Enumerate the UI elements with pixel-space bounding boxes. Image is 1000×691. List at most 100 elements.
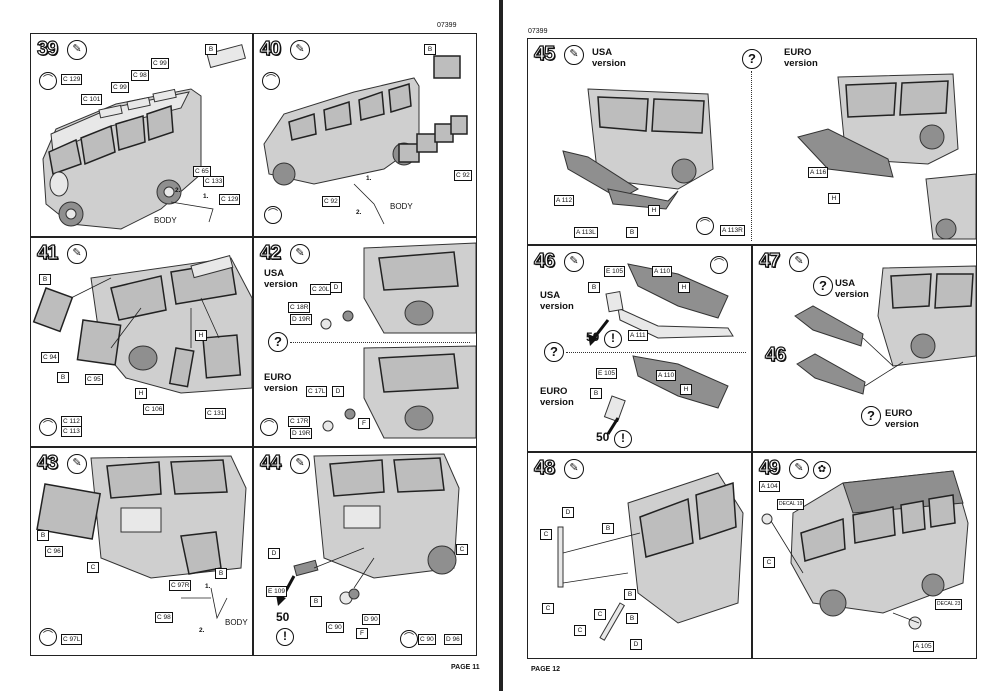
- paint-brush-icon: ✎: [564, 252, 584, 272]
- fifty-label: 50: [276, 610, 290, 624]
- glue-icon: ⌒: [710, 256, 728, 274]
- step-number: 45: [533, 42, 555, 65]
- body-label: BODY: [154, 216, 177, 225]
- part-tag: C 96: [45, 546, 63, 557]
- part-tag: D: [332, 386, 344, 397]
- part-tag: C 95: [85, 374, 103, 385]
- step-number: 42: [259, 241, 281, 264]
- part-tag: B: [424, 44, 436, 55]
- part-tag: H: [678, 282, 690, 293]
- euro-version-label: EURO version: [540, 386, 574, 408]
- part-tag: C 99: [151, 58, 169, 69]
- step-number: 49: [758, 456, 780, 479]
- part-tag: C 92: [454, 170, 472, 181]
- part-tag: C 106: [143, 404, 165, 415]
- question-icon: ?: [861, 406, 881, 426]
- decal-icon: ✿: [813, 461, 831, 479]
- part-tag: C 131: [205, 408, 227, 419]
- step-number: 41: [36, 241, 58, 264]
- part-tag: B: [215, 568, 227, 579]
- glue-icon: ⌒: [264, 206, 282, 224]
- part-tag: C 97L: [61, 634, 83, 645]
- part-tag: A 113R: [720, 225, 745, 236]
- paint-brush-icon: ✎: [290, 40, 310, 60]
- part-tag: A 112: [554, 195, 575, 206]
- part-tag: C 133: [203, 176, 225, 187]
- part-tag: D 19R: [290, 428, 313, 439]
- step-40-panel: 40 ✎ ⌒ ⌒ B C 92 C 92 1. 2. BODY: [254, 34, 476, 236]
- part-tag: C 98: [155, 612, 173, 623]
- part-tag: A 113L: [574, 227, 598, 238]
- part-tag: B: [310, 596, 322, 607]
- decal-tag: DECAL 23: [935, 599, 963, 610]
- part-tag: A 111: [628, 330, 648, 341]
- part-tag: B: [205, 44, 217, 55]
- part-tag: C: [456, 544, 468, 555]
- paint-brush-icon: ✎: [789, 252, 809, 272]
- part-tag: D: [562, 507, 574, 518]
- part-tag: H: [828, 193, 840, 204]
- part-tag: C 20L: [310, 284, 332, 295]
- body-label: BODY: [225, 618, 248, 627]
- part-tag: B: [590, 388, 602, 399]
- part-tag: C 129: [61, 74, 83, 85]
- glue-icon: ⌒: [260, 418, 278, 436]
- part-tag: A 110: [656, 370, 677, 381]
- part-tag: C 98: [131, 70, 149, 81]
- part-tag: A 110: [652, 266, 673, 277]
- step-number: 39: [36, 37, 58, 60]
- part-tag: D 19R: [290, 314, 313, 325]
- part-tag: C 113: [61, 426, 82, 437]
- glue-icon: ⌒: [39, 628, 57, 646]
- catalog-code: 07399: [528, 28, 548, 35]
- usa-version-label: USA version: [592, 47, 626, 69]
- right-page: 07399 45 ✎ USA version ? EURO version A …: [503, 0, 1000, 691]
- part-tag: C: [540, 529, 552, 540]
- paint-brush-icon: ✎: [564, 45, 584, 65]
- step-44-panel: 44 ✎ D E 109 B C 90 F D 90 C C 90 D 96 ⌒…: [254, 448, 476, 655]
- part-tag: D: [330, 282, 342, 293]
- warning-icon: !: [604, 330, 622, 348]
- part-tag: C 97R: [169, 580, 192, 591]
- step-number: 43: [36, 451, 58, 474]
- glue-icon: ⌒: [39, 418, 57, 436]
- part-tag: E 109: [266, 586, 287, 597]
- page-spine: [499, 0, 503, 691]
- part-tag: B: [626, 227, 638, 238]
- part-tag: C: [763, 557, 775, 568]
- step-number: 47: [758, 249, 780, 272]
- question-icon: ?: [813, 276, 833, 296]
- part-tag: H: [195, 330, 207, 341]
- part-tag: C 90: [418, 634, 436, 645]
- step-number: 44: [259, 451, 281, 474]
- part-tag: C 18R: [288, 302, 311, 313]
- body-label: BODY: [390, 202, 413, 211]
- part-tag: B: [624, 589, 636, 600]
- part-tag: F: [358, 418, 370, 429]
- step-42-panel: 42 ✎ USA version ? EURO version ⌒ C 20L …: [254, 238, 476, 446]
- part-tag: C 65: [193, 166, 211, 177]
- warning-icon: !: [276, 628, 294, 646]
- glue-icon: ⌒: [696, 217, 714, 235]
- question-icon: ?: [268, 332, 288, 352]
- part-tag: A 105: [913, 641, 934, 652]
- page-number: PAGE 11: [451, 664, 480, 671]
- paint-brush-icon: ✎: [564, 459, 584, 479]
- part-tag: H: [680, 384, 692, 395]
- decal-tag: DECAL 19: [777, 499, 805, 510]
- fifty-label: 50: [586, 330, 600, 344]
- instruction-grid: [30, 33, 477, 656]
- part-tag: C: [594, 609, 606, 620]
- paint-brush-icon: ✎: [290, 244, 310, 264]
- step-number: 48: [533, 456, 555, 479]
- part-tag: C 92: [322, 196, 340, 207]
- part-tag: C 90: [326, 622, 344, 633]
- step-43-panel: 43 ✎ B C 96 C C 97R B C 98 ⌒ C 97L 1. 2.…: [31, 448, 252, 655]
- step-39-panel: 39 ✎ ⌒ C 129 C 99 C 98 C 99 C 101 B C 65…: [31, 34, 252, 236]
- part-tag: C 17L: [306, 386, 328, 397]
- step-number: 46: [533, 249, 555, 272]
- step-reference: 46: [764, 343, 786, 366]
- euro-version-label: EURO version: [885, 408, 919, 430]
- part-tag: C 101: [81, 94, 103, 105]
- part-tag: C 94: [41, 352, 59, 363]
